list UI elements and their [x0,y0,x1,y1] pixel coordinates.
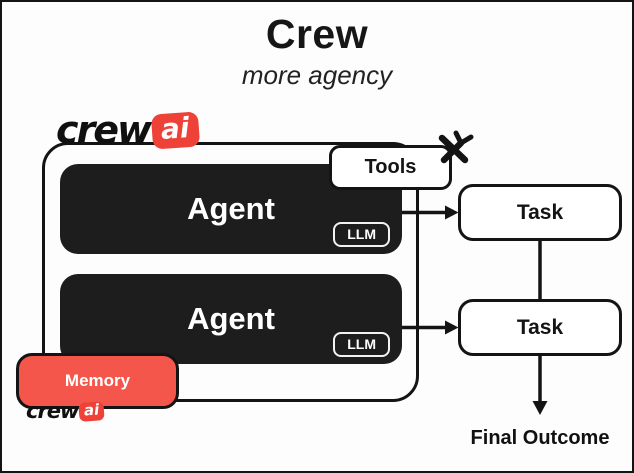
agent-box-2: Agent LLM [60,274,402,364]
page-subtitle: more agency [241,60,393,90]
agent-box-1: Agent LLM [60,164,402,254]
agent1-to-task1-arrowhead [445,205,459,220]
task-2-label: Task [516,315,564,339]
crewai-logo-ai-badge: ai [150,111,200,150]
tools-label: Tools [364,156,417,178]
agent-2-label: Agent [187,301,275,336]
crewai-logo: crew ai [56,108,200,152]
crewai-logo-small: crew ai [26,399,106,423]
memory-label: Memory [64,371,131,390]
agent2-to-task2-arrowhead [445,320,459,335]
crew-boundary-box [42,142,419,402]
agent-2-llm-badge: LLM [333,332,390,357]
page-title: Crew [265,11,369,57]
final-outcome-label: Final Outcome [470,427,610,449]
agent-1-label: Agent [187,191,275,226]
task2-to-outcome-arrowhead [532,401,548,415]
crewai-logo-small-word: crew [26,399,79,423]
tools-box: Tools [329,145,452,190]
crewai-logo-small-ai-badge: ai [78,400,106,422]
task-1-label: Task [516,200,564,224]
task-box-2: Task [458,299,622,356]
crewai-logo-word: crew [56,108,152,152]
crossed-wrench-screwdriver-icon [438,130,474,164]
task-box-1: Task [458,184,622,241]
agent-1-llm-badge: LLM [333,222,390,247]
